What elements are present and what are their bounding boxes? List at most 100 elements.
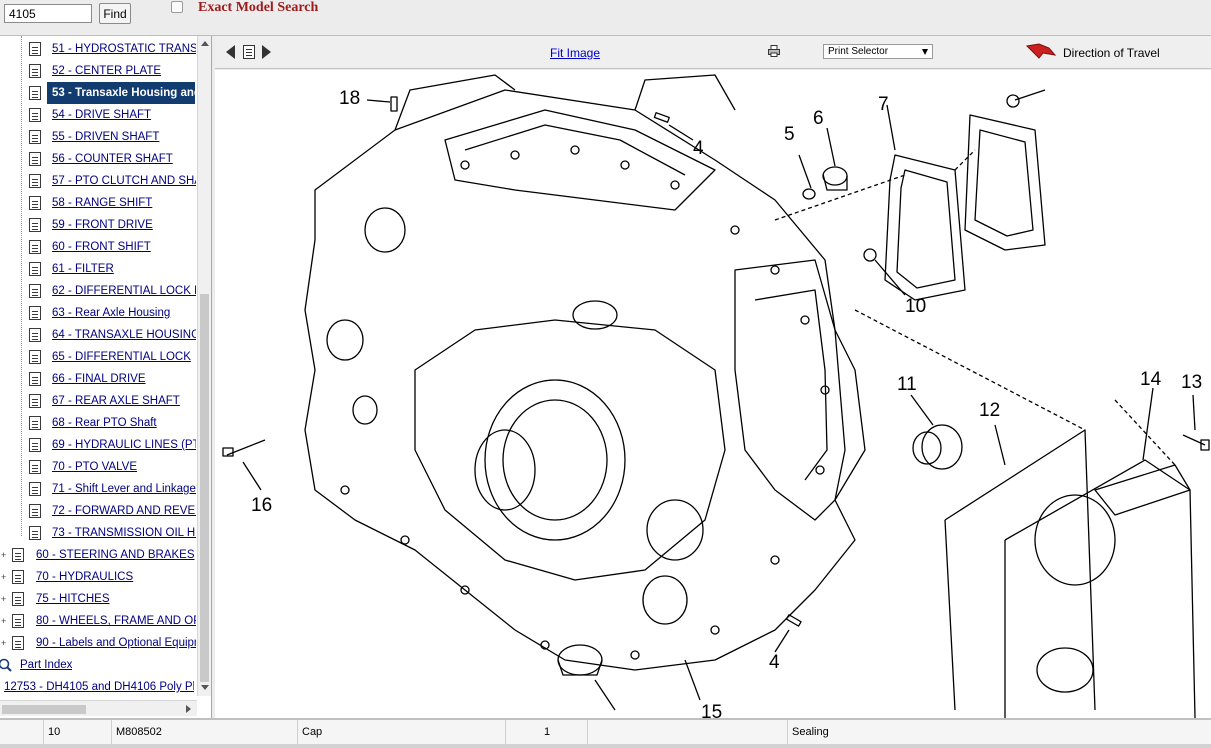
part-index-link[interactable]: Part Index: [20, 659, 73, 671]
tree-item[interactable]: 57 - PTO CLUTCH AND SHAFT: [0, 170, 197, 192]
callout-12[interactable]: 12: [979, 400, 1000, 421]
tree-item-label[interactable]: 68 - Rear PTO Shaft: [52, 417, 157, 429]
tree-group-label[interactable]: 75 - HITCHES: [36, 593, 110, 605]
tree-item[interactable]: 66 - FINAL DRIVE: [0, 368, 197, 390]
callout-4[interactable]: 4: [769, 652, 780, 673]
tree-item[interactable]: 58 - RANGE SHIFT: [0, 192, 197, 214]
tree-item[interactable]: 54 - DRIVE SHAFT: [0, 104, 197, 126]
scroll-right-icon[interactable]: [186, 705, 191, 713]
tree-item[interactable]: 59 - FRONT DRIVE: [0, 214, 197, 236]
tree-item-label[interactable]: 73 - TRANSMISSION OIL HEATER: [52, 527, 196, 539]
tree-group[interactable]: +75 - HITCHES: [0, 588, 197, 610]
tree-item[interactable]: 67 - REAR AXLE SHAFT: [0, 390, 197, 412]
expand-icon[interactable]: +: [1, 594, 7, 604]
exact-model-search-checkbox[interactable]: [171, 1, 183, 13]
part-number-cell[interactable]: M808502: [112, 720, 298, 744]
tree-group-label[interactable]: 70 - HYDRAULICS: [36, 571, 134, 583]
tree-item[interactable]: 64 - TRANSAXLE HOUSING: [0, 324, 197, 346]
model-item[interactable]: 12753 - DH4105 and DH4106 Poly Plow: [0, 676, 197, 698]
expand-icon[interactable]: +: [1, 616, 7, 626]
tree-item-label[interactable]: 63 - Rear Axle Housing: [52, 307, 171, 319]
callout-18[interactable]: 18: [339, 88, 360, 109]
tree-item-label[interactable]: 59 - FRONT DRIVE: [52, 219, 153, 231]
tree-item[interactable]: 69 - HYDRAULIC LINES (PTO): [0, 434, 197, 456]
tree-item-label[interactable]: 60 - FRONT SHIFT: [52, 241, 151, 253]
callout-16[interactable]: 16: [251, 495, 272, 516]
callout-14[interactable]: 14: [1140, 369, 1162, 390]
tree-item[interactable]: 51 - HYDROSTATIC TRANSMISSION: [0, 38, 197, 60]
tree-item[interactable]: 71 - Shift Lever and Linkage,: [0, 478, 197, 500]
tree-item-label[interactable]: 57 - PTO CLUTCH AND SHAFT: [52, 175, 196, 187]
tree-group[interactable]: +70 - HYDRAULICS: [0, 566, 197, 588]
callout-4[interactable]: 4: [693, 138, 704, 159]
find-button[interactable]: Find: [99, 3, 131, 24]
callout-10[interactable]: 10: [905, 296, 926, 317]
scroll-up-icon[interactable]: [201, 41, 209, 46]
tree-item-label[interactable]: 70 - PTO VALVE: [52, 461, 138, 473]
tree-item-label[interactable]: 54 - DRIVE SHAFT: [52, 109, 152, 121]
callout-13[interactable]: 13: [1181, 372, 1202, 393]
tree-item-label[interactable]: 51 - HYDROSTATIC TRANSMISSION: [52, 43, 196, 55]
tree-item-label[interactable]: 56 - COUNTER SHAFT: [52, 153, 173, 165]
tree-item[interactable]: 55 - DRIVEN SHAFT: [0, 126, 197, 148]
page-icon[interactable]: [243, 45, 255, 59]
tree-horizontal-scrollbar[interactable]: [0, 700, 197, 716]
tree-item[interactable]: 60 - FRONT SHIFT: [0, 236, 197, 258]
tree-item[interactable]: 62 - DIFFERENTIAL LOCK PEDAL: [0, 280, 197, 302]
tree-item[interactable]: 56 - COUNTER SHAFT: [0, 148, 197, 170]
tree-group[interactable]: +80 - WHEELS, FRAME AND OPERATOR STATION: [0, 610, 197, 632]
next-icon[interactable]: [262, 45, 271, 59]
callout-7[interactable]: 7: [878, 94, 889, 115]
tree-item-selected[interactable]: 53 - Transaxle Housing and Related Parts: [0, 82, 197, 104]
tree-item-label[interactable]: 71 - Shift Lever and Linkage,: [52, 483, 196, 495]
tree-item-label[interactable]: 67 - REAR AXLE SHAFT: [52, 395, 180, 407]
tree-group-label[interactable]: 80 - WHEELS, FRAME AND OPERATOR STATION: [36, 615, 196, 627]
tree-item[interactable]: 68 - Rear PTO Shaft: [0, 412, 197, 434]
tree-group-label[interactable]: 90 - Labels and Optional Equipment: [36, 637, 196, 649]
tree-group[interactable]: +90 - Labels and Optional Equipment: [0, 632, 197, 654]
expand-icon[interactable]: +: [1, 550, 7, 560]
part-index-item[interactable]: Part Index: [0, 654, 197, 676]
tree-item-label[interactable]: 69 - HYDRAULIC LINES (PTO): [52, 439, 196, 451]
callout-11[interactable]: 11: [897, 374, 917, 395]
expand-icon[interactable]: +: [1, 572, 7, 582]
previous-icon[interactable]: [226, 45, 235, 59]
document-icon: [12, 592, 24, 606]
tree-item[interactable]: 73 - TRANSMISSION OIL HEATER: [0, 522, 197, 544]
tree-item-label[interactable]: 62 - DIFFERENTIAL LOCK PEDAL: [52, 285, 196, 297]
tree-item[interactable]: 52 - CENTER PLATE: [0, 60, 197, 82]
callout-6[interactable]: 6: [813, 108, 824, 129]
tree-group-label[interactable]: 60 - STEERING AND BRAKES: [36, 549, 195, 561]
tree-item-label[interactable]: 64 - TRANSAXLE HOUSING: [52, 329, 196, 341]
tree-item[interactable]: 63 - Rear Axle Housing: [0, 302, 197, 324]
tree-item[interactable]: 61 - FILTER: [0, 258, 197, 280]
tree-item-label[interactable]: 61 - FILTER: [52, 263, 114, 275]
parts-diagram[interactable]: 18 4 5 6 7 10 11 12 14 13 16 4 15: [215, 70, 1211, 718]
expand-icon[interactable]: +: [1, 638, 7, 648]
fit-image-link[interactable]: Fit Image: [550, 46, 601, 60]
tree-item-label[interactable]: 66 - FINAL DRIVE: [52, 373, 146, 385]
print-selector-dropdown[interactable]: Print Selector: [823, 44, 933, 59]
tree-item-label[interactable]: 72 - FORWARD AND REVERSE: [52, 505, 196, 517]
scroll-down-icon[interactable]: [201, 685, 209, 690]
tree-item[interactable]: 70 - PTO VALVE: [0, 456, 197, 478]
document-icon: [29, 64, 41, 78]
tree-item-label[interactable]: 65 - DIFFERENTIAL LOCK: [52, 351, 191, 363]
tree-item-label[interactable]: 52 - CENTER PLATE: [52, 65, 162, 77]
tree-item-label[interactable]: 55 - DRIVEN SHAFT: [52, 131, 160, 143]
tree-vertical-scrollbar[interactable]: [197, 36, 211, 696]
callout-15[interactable]: 15: [701, 702, 722, 718]
tree-item-label[interactable]: 53 - Transaxle Housing and Related Parts: [47, 82, 195, 104]
scroll-thumb[interactable]: [200, 294, 209, 682]
tree-group[interactable]: +60 - STEERING AND BRAKES: [0, 544, 197, 566]
model-link[interactable]: 12753 - DH4105 and DH4106 Poly Plow: [4, 681, 194, 693]
tree-item[interactable]: 65 - DIFFERENTIAL LOCK: [0, 346, 197, 368]
callout-5[interactable]: 5: [784, 124, 795, 145]
printer-icon[interactable]: [768, 45, 780, 57]
search-input[interactable]: [4, 4, 92, 23]
scroll-thumb[interactable]: [2, 705, 86, 714]
tree-item-label[interactable]: 58 - RANGE SHIFT: [52, 197, 153, 209]
document-icon: [12, 636, 24, 650]
tree-item[interactable]: 72 - FORWARD AND REVERSE: [0, 500, 197, 522]
parts-table-row[interactable]: 10 M808502 Cap 1 Sealing: [0, 718, 1211, 748]
